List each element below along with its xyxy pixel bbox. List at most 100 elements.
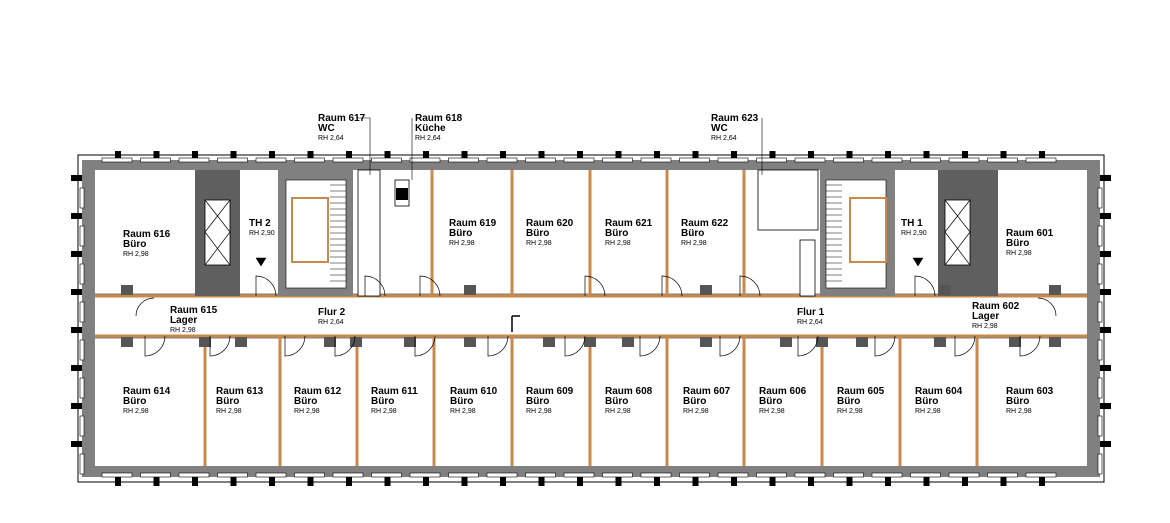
lift-cross [944, 199, 971, 233]
room-name: Raum 612 [294, 386, 342, 397]
facade-pilaster-bottom [384, 475, 391, 486]
door-swing [135, 297, 155, 317]
facade-pilaster-bottom [731, 475, 737, 486]
wc-623-sinks [799, 239, 816, 297]
room-height: RH 2,98 [681, 240, 707, 247]
room-height: RH 2,64 [415, 135, 441, 142]
door-swing [144, 335, 166, 357]
lift-east [944, 199, 971, 266]
facade-pilaster-bottom [461, 475, 468, 486]
facade-pilaster-bottom [615, 475, 622, 486]
door-swing [584, 275, 606, 297]
corridor-column [121, 337, 133, 347]
facade-pilaster-bottom [808, 475, 814, 486]
room-name: Raum 604 [915, 386, 963, 397]
window-right [1097, 377, 1103, 399]
window-left [79, 187, 85, 209]
facade-pilaster-top [192, 151, 198, 162]
room-height: RH 2,90 [901, 230, 927, 237]
facade-pilaster-top [923, 151, 930, 162]
window-bottom [101, 472, 133, 478]
room-name: Raum 620 [526, 218, 574, 229]
room-name: Raum 619 [449, 218, 497, 229]
facade-pilaster-bottom [692, 475, 699, 486]
room-name: TH 1 [901, 218, 923, 229]
facade-pilaster-bottom [307, 475, 314, 486]
stair-marker [255, 257, 267, 267]
room-height: RH 2,98 [371, 408, 397, 415]
door-swing [255, 275, 277, 297]
door-swing [1037, 297, 1057, 317]
window-right [1097, 453, 1103, 475]
room-use: Büro [123, 239, 146, 250]
room-height: RH 2,64 [318, 135, 344, 142]
window-right [1097, 263, 1103, 285]
door-swing [639, 335, 661, 357]
door-swing [661, 275, 683, 297]
room-name: Raum 601 [1006, 228, 1054, 239]
facade-pilaster-bottom [577, 475, 583, 486]
room-height: RH 2,98 [170, 327, 196, 334]
room-name: Raum 623 [711, 113, 759, 124]
window-top [602, 157, 633, 163]
window-top [563, 157, 595, 163]
corridor-column [350, 337, 362, 347]
corridor-column [199, 337, 211, 347]
room-name: Raum 609 [526, 386, 574, 397]
facade-pilaster-top [846, 151, 853, 162]
facade-pilaster-top [885, 151, 891, 162]
corridor-column [324, 337, 336, 347]
facade-pilaster-bottom [500, 475, 506, 486]
window-top [178, 157, 210, 163]
window-top [717, 157, 749, 163]
room-name: Flur 2 [318, 307, 346, 318]
facade-pilaster-bottom [1039, 475, 1045, 486]
window-bottom [717, 472, 749, 478]
window-bottom [948, 472, 980, 478]
window-left [79, 415, 85, 437]
room-height: RH 2,98 [1006, 408, 1032, 415]
room-use: Büro [759, 396, 782, 407]
corridor-column [856, 337, 868, 347]
kitchen-hob [396, 188, 408, 200]
window-bottom [448, 472, 479, 478]
lift-cross [944, 231, 971, 266]
facade-pilaster-right [1100, 403, 1111, 409]
window-top [756, 157, 787, 163]
stair-eye-west [291, 197, 329, 263]
window-top [255, 157, 287, 163]
window-right [1097, 187, 1103, 209]
facade-pilaster-bottom [192, 475, 198, 486]
window-top [833, 157, 864, 163]
room-use: Büro [216, 396, 239, 407]
facade-pilaster-top [269, 151, 275, 162]
room-name: Raum 606 [759, 386, 807, 397]
room-height: RH 2,98 [915, 408, 941, 415]
room-name: Raum 621 [605, 218, 653, 229]
room-name: Raum 622 [681, 218, 729, 229]
window-top [101, 157, 133, 163]
room-height: RH 2,64 [318, 319, 344, 326]
room-name: Raum 611 [371, 386, 418, 397]
door-swing [954, 335, 976, 357]
window-top [486, 157, 518, 163]
room-height: RH 2,98 [1006, 250, 1032, 257]
room-height: RH 2,98 [123, 251, 149, 258]
window-top [217, 157, 248, 163]
corridor-column [235, 337, 247, 347]
room-use: Büro [450, 396, 473, 407]
facade-pilaster-bottom [153, 475, 160, 486]
corridor-column [622, 337, 634, 347]
room-name: Raum 610 [450, 386, 498, 397]
window-top [948, 157, 980, 163]
facade-pilaster-right [1100, 175, 1111, 181]
stair-eye-east [849, 197, 887, 263]
facade-pilaster-top [654, 151, 660, 162]
room-height: RH 2,98 [683, 408, 709, 415]
